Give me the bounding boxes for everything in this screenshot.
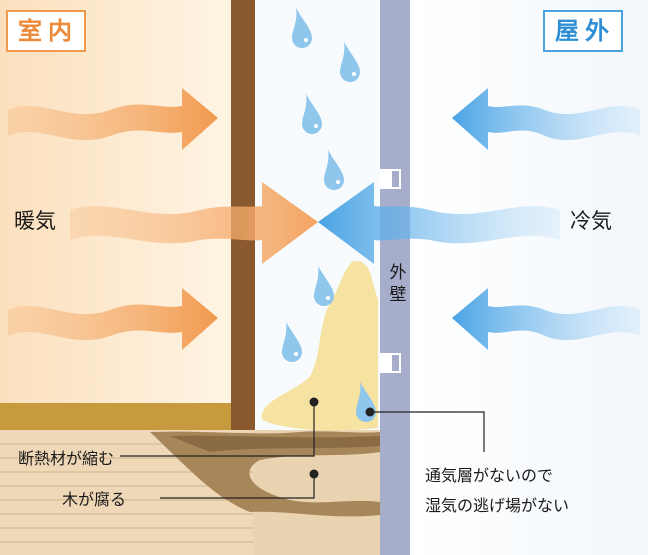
wall-notch-marks [380,169,401,373]
cold-air-label: 冷気 [570,209,612,233]
water-drop-icon [340,42,360,82]
leader-vent [370,411,485,452]
outdoor-tag: 屋外 [543,10,623,52]
floor-band [0,403,232,431]
exterior-wall [380,0,410,555]
cold-air-arrows [318,88,640,350]
water-drop-icon [314,266,334,306]
leader-lines [120,404,485,499]
wood-rots-label: 木が腐る [62,490,127,509]
shrunken-insulation [261,260,378,431]
leader-dots [309,397,375,479]
indoor-tag: 室内 [6,10,86,52]
leader-insulation [120,404,315,457]
warm-air-label: 暖気 [14,209,56,233]
water-drop-icon [292,8,312,48]
warm-arrow-top [8,88,218,150]
water-drop-icon [302,94,322,134]
water-drop-icon [324,150,344,190]
warm-air-arrows [8,88,318,350]
insulation-shrinks-label: 断熱材が縮む [18,449,115,468]
cold-arrow-top [452,88,640,150]
no-vent-label-line1: 通気層がないので [425,466,554,485]
water-drop-icon [282,322,302,362]
cold-arrow-bottom [452,288,640,350]
outdoor-area [410,0,648,555]
rotten-wood [150,431,380,517]
no-vent-label-line2: 湿気の逃げ場がない [425,496,570,515]
warm-arrow-center [70,182,318,264]
indoor-area [0,0,232,405]
exterior-wall-label: 外壁 [389,263,407,305]
rotten-wood-dark [170,435,380,452]
cold-arrow-center [318,182,560,264]
water-drops [282,8,376,422]
warm-arrow-bottom [8,288,218,350]
leader-rot [160,474,315,499]
